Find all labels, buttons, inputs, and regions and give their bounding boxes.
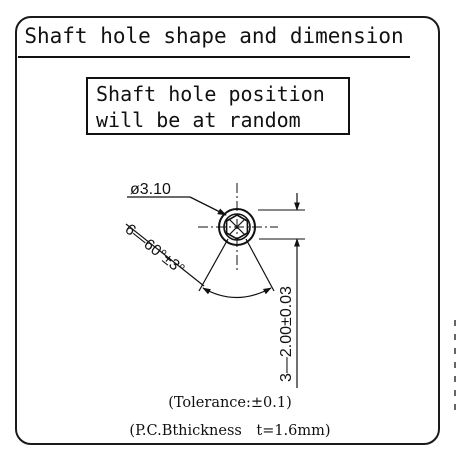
angle-arc — [202, 287, 272, 298]
title-underline — [18, 56, 410, 58]
angle-line-right — [245, 238, 275, 292]
edge-tick-marks — [452, 320, 458, 440]
height-label: 3—2.00±0.03 — [278, 286, 295, 382]
diameter-leader — [189, 196, 227, 216]
note-line-2: will be at random — [96, 108, 301, 132]
note-line-1: Shaft hole position — [96, 82, 325, 106]
hex-diagonal-2 — [228, 218, 246, 236]
angle-leader — [125, 223, 205, 287]
hex-socket — [225, 214, 249, 240]
shaft-inner-circle — [223, 213, 251, 241]
angle-line-left — [198, 238, 229, 292]
diagram-frame — [15, 16, 440, 445]
angle-label: 6—60°±3° — [122, 221, 188, 278]
pcb-thickness-note: (P.C.Bthickness t=1.6mm) — [129, 423, 331, 439]
tolerance-note: (Tolerance:±0.1) — [168, 395, 292, 411]
position-note-box: Shaft hole position will be at random — [86, 77, 350, 135]
shaft-outer-circle — [218, 208, 256, 246]
diagram-title: Shaft hole shape and dimension — [24, 24, 404, 48]
diameter-label: ø3.10 — [130, 181, 171, 198]
